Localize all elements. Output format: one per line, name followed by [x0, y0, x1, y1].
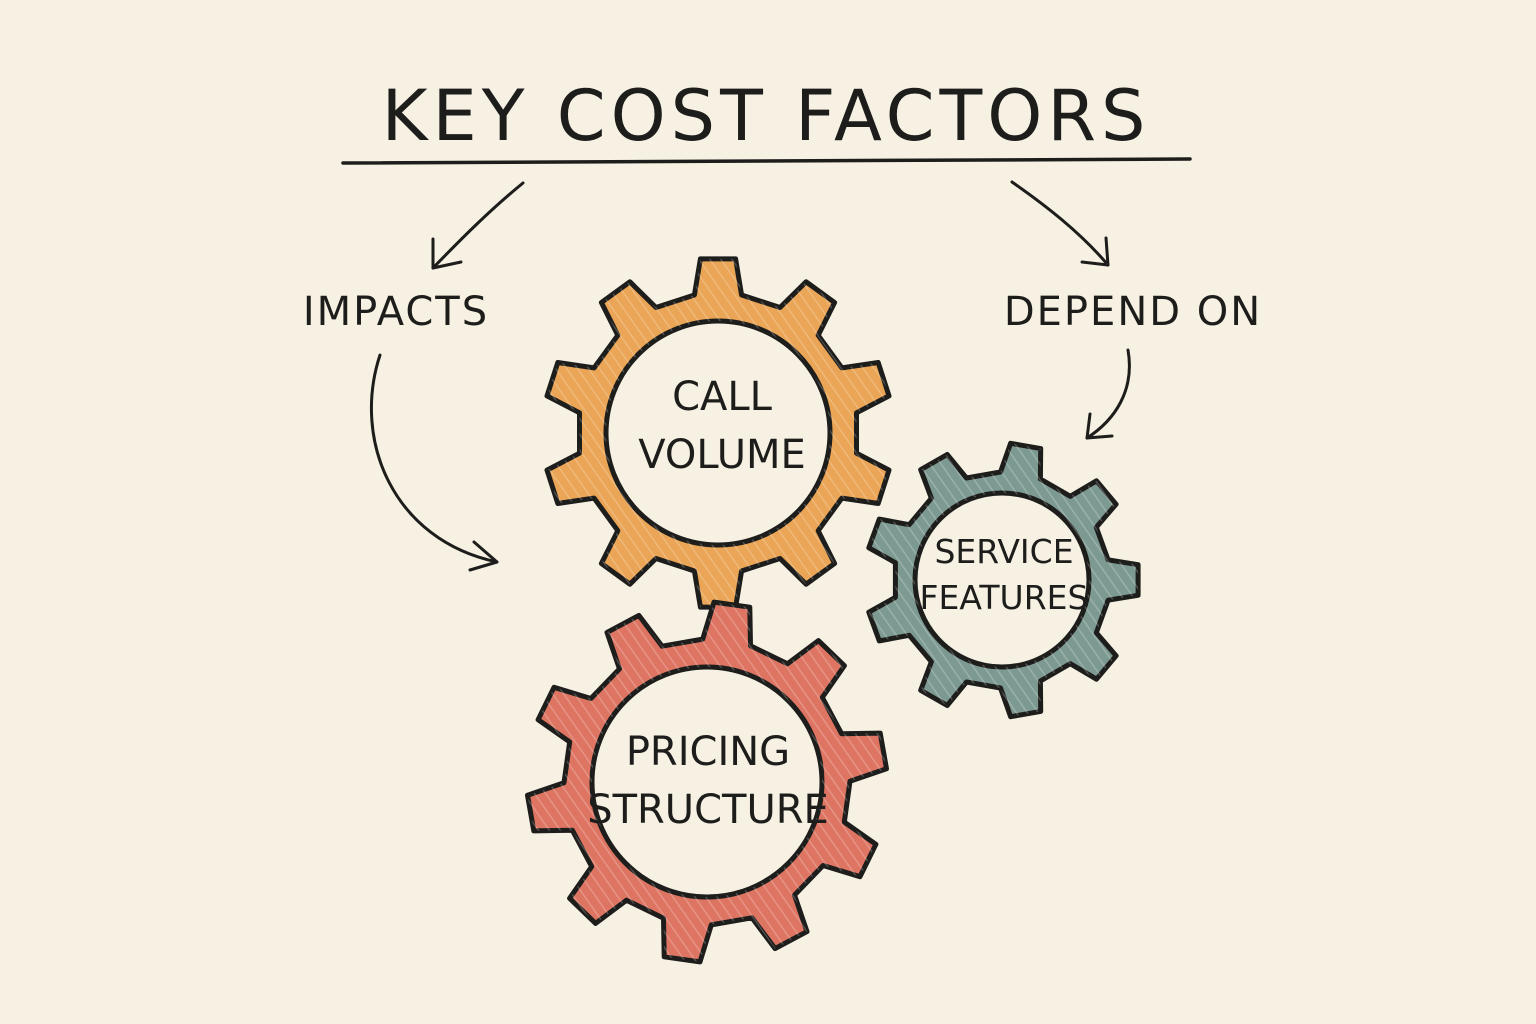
- arrow-impacts-to-gears: [369, 353, 499, 572]
- gear-call-volume: CALL VOLUME: [544, 256, 892, 610]
- depend-on-label: DEPEND ON: [1004, 289, 1262, 335]
- gear-pricing-structure-line-1: PRICING: [626, 729, 790, 775]
- arrow-depend-on-to-service-features: [1085, 348, 1131, 440]
- diagram-title: KEY COST FACTORS: [382, 75, 1151, 157]
- gear-service-features-line-2: FEATURES: [920, 578, 1089, 617]
- gear-service-features: SERVICE FEATURES: [866, 440, 1141, 720]
- gear-pricing-structure: PRICING STRUCTURE: [525, 599, 889, 965]
- arrow-title-to-depend-on: [1010, 180, 1110, 267]
- gear-pricing-structure-line-2: STRUCTURE: [587, 787, 829, 833]
- title-underline: [341, 157, 1192, 165]
- impacts-label: IMPACTS: [303, 289, 489, 335]
- arrow-title-to-impacts: [431, 181, 525, 270]
- gear-call-volume-line-1: CALL: [672, 374, 773, 420]
- gear-call-volume-line-2: VOLUME: [638, 432, 806, 478]
- gear-service-features-line-1: SERVICE: [934, 532, 1073, 571]
